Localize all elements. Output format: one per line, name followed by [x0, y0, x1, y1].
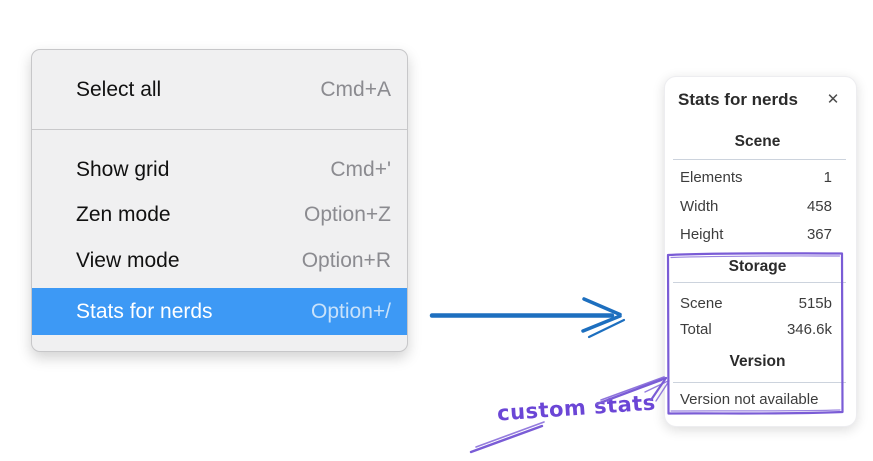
menu-item-view-mode[interactable]: View mode Option+R: [32, 238, 407, 283]
stat-row-total-storage: Total 346.6k: [680, 319, 832, 341]
stat-value: 458: [806, 198, 832, 215]
menu-item-zen-mode[interactable]: Zen mode Option+Z: [32, 193, 407, 237]
section-rule: [673, 382, 846, 383]
menu-item-stats-for-nerds[interactable]: Stats for nerds Option+/: [32, 288, 407, 335]
menu-item-select-all[interactable]: Select all Cmd+A: [32, 50, 407, 129]
menu-item-shortcut: Cmd+A: [320, 77, 391, 101]
menu-item-label: View mode: [76, 248, 180, 272]
stat-row-width: Width 458: [680, 196, 832, 218]
version-note: Version not available: [680, 391, 819, 408]
menu-item-label: Zen mode: [76, 203, 171, 226]
stats-panel-title: Stats for nerds: [678, 90, 798, 109]
version-section-heading: Version: [729, 353, 786, 370]
menu-item-show-grid[interactable]: Show grid Cmd+': [32, 148, 407, 192]
menu-item-label: Select all: [76, 77, 162, 101]
stat-label: Scene: [680, 295, 723, 312]
stat-label: Total: [680, 321, 712, 338]
stat-label: Elements: [680, 169, 743, 186]
stat-row-height: Height 367: [680, 224, 832, 246]
menu-item-shortcut: Option+R: [301, 248, 391, 272]
section-rule: [673, 282, 846, 283]
stat-label: Width: [680, 198, 719, 215]
menu-divider: [32, 129, 407, 130]
stat-value: 367: [806, 226, 832, 243]
menu-item-shortcut: Cmd+': [330, 158, 391, 181]
scene-section-heading: Scene: [734, 133, 781, 150]
section-rule: [673, 159, 846, 160]
stat-label: Height: [680, 226, 724, 243]
stat-row-scene-storage: Scene 515b: [680, 293, 832, 315]
menu-to-panel-arrow-icon: [429, 297, 626, 339]
menu-item-shortcut: Option+Z: [304, 203, 391, 226]
stats-panel: Stats for nerds ✕ Scene Elements 1 Width…: [664, 76, 857, 427]
menu-item-shortcut: Option+/: [311, 299, 391, 323]
context-menu: Select all Cmd+A Show grid Cmd+' Zen mod…: [31, 49, 408, 352]
close-icon[interactable]: ✕: [826, 91, 840, 108]
stat-row-elements: Elements 1: [680, 167, 832, 189]
stat-value: 346.6k: [786, 321, 832, 338]
annotation-custom-stats-label: custom stats: [496, 390, 657, 426]
menu-item-label: Show grid: [76, 158, 170, 181]
stat-value: 515b: [798, 295, 832, 312]
menu-item-label: Stats for nerds: [76, 299, 213, 323]
storage-section-heading: Storage: [728, 258, 787, 275]
stat-value: 1: [823, 169, 832, 186]
